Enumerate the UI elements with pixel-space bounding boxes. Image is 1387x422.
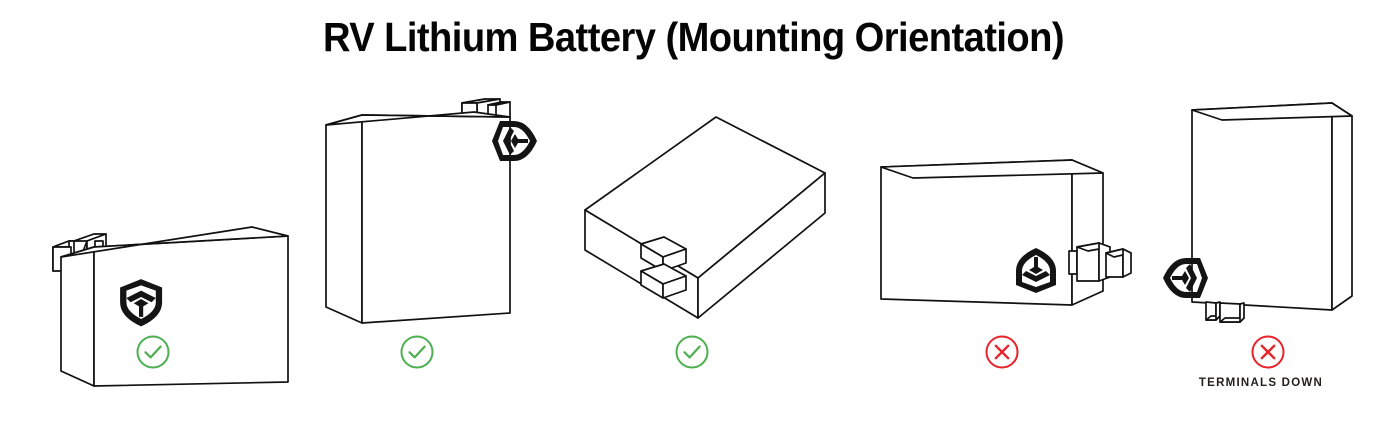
battery-illustration-horizontal-inverted xyxy=(867,151,1132,316)
battery-illustration-horizontal-terminals-left xyxy=(14,99,304,387)
orientation-figure-3 xyxy=(535,85,845,422)
status-approved-icon-2 xyxy=(399,334,435,370)
status-rejected-icon-5 xyxy=(1250,334,1286,370)
page-title: RV Lithium Battery (Mounting Orientation… xyxy=(322,14,1065,60)
orientation-figure-row: TERMINALS DOWN xyxy=(0,85,1387,422)
brand-logo-icon xyxy=(1163,258,1208,298)
status-approved-icon-1 xyxy=(135,334,171,370)
battery-terminals-icon xyxy=(1068,242,1132,282)
battery-illustration-vertical-terminals-down xyxy=(1163,98,1360,328)
brand-logo-icon xyxy=(492,121,537,161)
battery-illustration-flat-on-back xyxy=(553,105,843,319)
battery-terminals-icon xyxy=(1205,301,1245,323)
orientation-figure-2 xyxy=(300,85,537,422)
status-approved-icon-3 xyxy=(674,334,710,370)
battery-illustration-vertical-terminals-up xyxy=(314,93,537,328)
status-rejected-icon-4 xyxy=(984,334,1020,370)
orientation-figure-4 xyxy=(845,85,1135,422)
battery-terminals-icon xyxy=(640,236,687,299)
brand-logo-icon xyxy=(120,279,163,327)
orientation-figure-5: TERMINALS DOWN xyxy=(1135,85,1387,422)
orientation-figure-1 xyxy=(0,85,300,422)
brand-logo-icon xyxy=(1016,248,1056,293)
terminals-down-caption: TERMINALS DOWN xyxy=(1198,377,1324,389)
